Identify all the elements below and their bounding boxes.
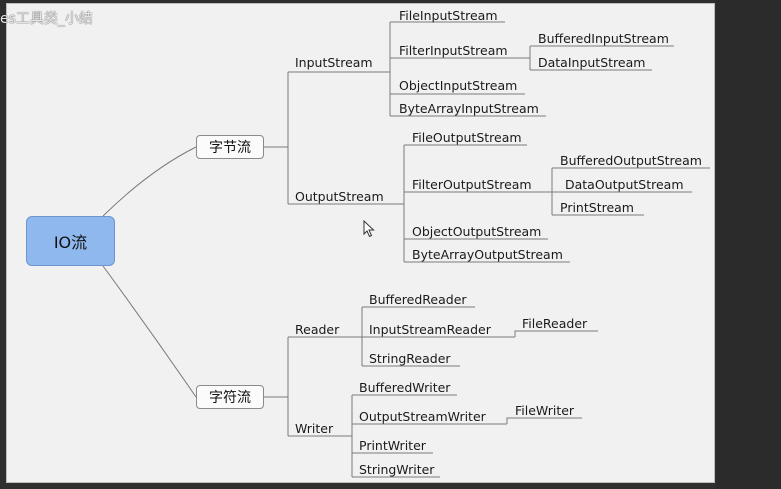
node-printstream[interactable]: PrintStream <box>560 200 634 215</box>
node-fileinputstream[interactable]: FileInputStream <box>399 8 498 23</box>
node-bytearrayinputstream[interactable]: ByteArrayInputStream <box>399 101 539 116</box>
mindmap-canvas <box>6 3 715 483</box>
node-inputstream[interactable]: InputStream <box>295 55 373 70</box>
node-filterinputstream[interactable]: FilterInputStream <box>399 43 508 58</box>
side-panel <box>716 0 781 489</box>
node-outputstreamwriter[interactable]: OutputStreamWriter <box>359 409 486 424</box>
node-bufferedoutputstream[interactable]: BufferedOutputStream <box>560 153 702 168</box>
root-node-io[interactable]: IO流 <box>26 216 115 266</box>
node-bufferedinputstream[interactable]: BufferedInputStream <box>538 31 669 46</box>
node-stringreader[interactable]: StringReader <box>369 351 451 366</box>
connector-byte <box>263 72 289 204</box>
node-bytearrayoutputstream[interactable]: ByteArrayOutputStream <box>412 247 563 262</box>
mouse-pointer-icon <box>363 220 375 238</box>
node-dataoutputstream[interactable]: DataOutputStream <box>565 177 684 192</box>
connector-root-char <box>102 265 197 398</box>
node-printwriter[interactable]: PrintWriter <box>359 438 426 453</box>
node-inputstreamreader[interactable]: InputStreamReader <box>369 322 491 337</box>
category-node-byte[interactable]: 字节流 <box>196 135 264 159</box>
connector-root-byte <box>102 146 197 217</box>
node-filteroutputstream[interactable]: FilterOutputStream <box>412 177 532 192</box>
node-fileoutputstream[interactable]: FileOutputStream <box>412 130 522 145</box>
node-filereader[interactable]: FileReader <box>522 316 588 331</box>
node-reader[interactable]: Reader <box>295 322 340 337</box>
node-bufferedreader[interactable]: BufferedReader <box>369 292 467 307</box>
connector-char <box>263 337 289 436</box>
node-objectinputstream[interactable]: ObjectInputStream <box>399 78 518 93</box>
node-datainputstream[interactable]: DataInputStream <box>538 55 646 70</box>
category-node-char[interactable]: 字符流 <box>196 385 264 409</box>
node-outputstream[interactable]: OutputStream <box>295 189 384 204</box>
node-bufferedwriter[interactable]: BufferedWriter <box>359 380 451 395</box>
node-filewriter[interactable]: FileWriter <box>515 403 575 418</box>
node-objectoutputstream[interactable]: ObjectOutputStream <box>412 224 542 239</box>
node-writer[interactable]: Writer <box>295 421 334 436</box>
node-stringwriter[interactable]: StringWriter <box>359 462 435 477</box>
window-title: es工具类_小结 <box>0 11 93 27</box>
